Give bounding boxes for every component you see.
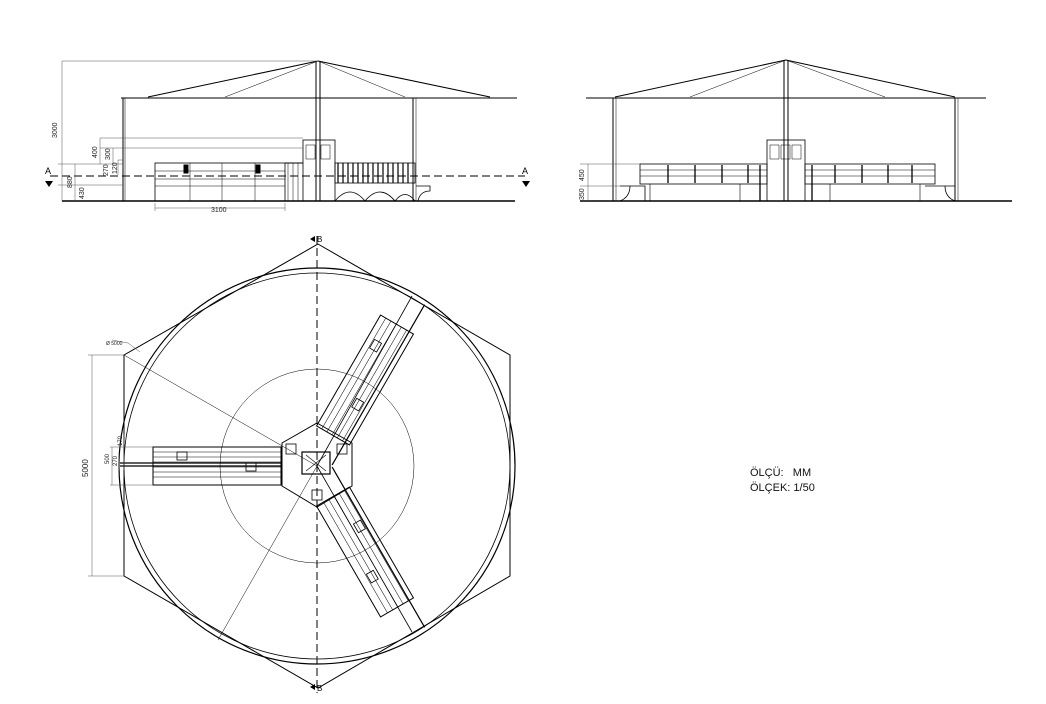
- unit-label: ÖLÇÜ:: [750, 467, 784, 479]
- dim-430: 430: [79, 187, 86, 199]
- side-elevation-labels: 450 350: [579, 169, 586, 200]
- dim-3100: 3100: [211, 207, 227, 214]
- dim-plan-170: 170: [118, 435, 124, 446]
- scale-row: ÖLÇEK: 1/50: [750, 481, 815, 496]
- scale-value: 1/50: [793, 482, 815, 494]
- dim-plan-270: 270: [113, 455, 119, 466]
- section-mark-b-top: B: [317, 235, 322, 244]
- drawing-notes: ÖLÇÜ: MM ÖLÇEK: 1/50: [750, 466, 815, 496]
- front-elevation: [45, 60, 530, 211]
- side-elevation: [580, 59, 1012, 202]
- dim-880: 880: [67, 176, 74, 188]
- section-mark-a-right: A: [522, 166, 528, 176]
- dim-diameter: Ø 5000: [106, 341, 123, 347]
- dim-450: 450: [579, 169, 586, 181]
- dim-120: 120: [112, 162, 119, 174]
- section-mark-b-bottom: B: [317, 684, 322, 693]
- dim-270: 270: [103, 164, 110, 176]
- unit-row: ÖLÇÜ: MM: [750, 466, 815, 481]
- dim-300: 300: [105, 148, 112, 160]
- scale-label: ÖLÇEK:: [750, 482, 791, 494]
- front-elevation-labels: 3000 400 300 270 120 880 430 3100 A A: [45, 122, 528, 214]
- dim-350: 350: [579, 188, 586, 200]
- section-mark-a-left: A: [45, 166, 51, 176]
- dim-plan-500: 500: [105, 453, 111, 464]
- dim-400: 400: [92, 146, 99, 158]
- dim-height-total: 3000: [52, 122, 59, 138]
- unit-value: MM: [792, 467, 812, 479]
- plan-view: [88, 236, 516, 693]
- plan-view-labels: Ø 5000 5000 500 270 170 B B: [81, 235, 322, 693]
- dim-plan-5000: 5000: [81, 459, 90, 477]
